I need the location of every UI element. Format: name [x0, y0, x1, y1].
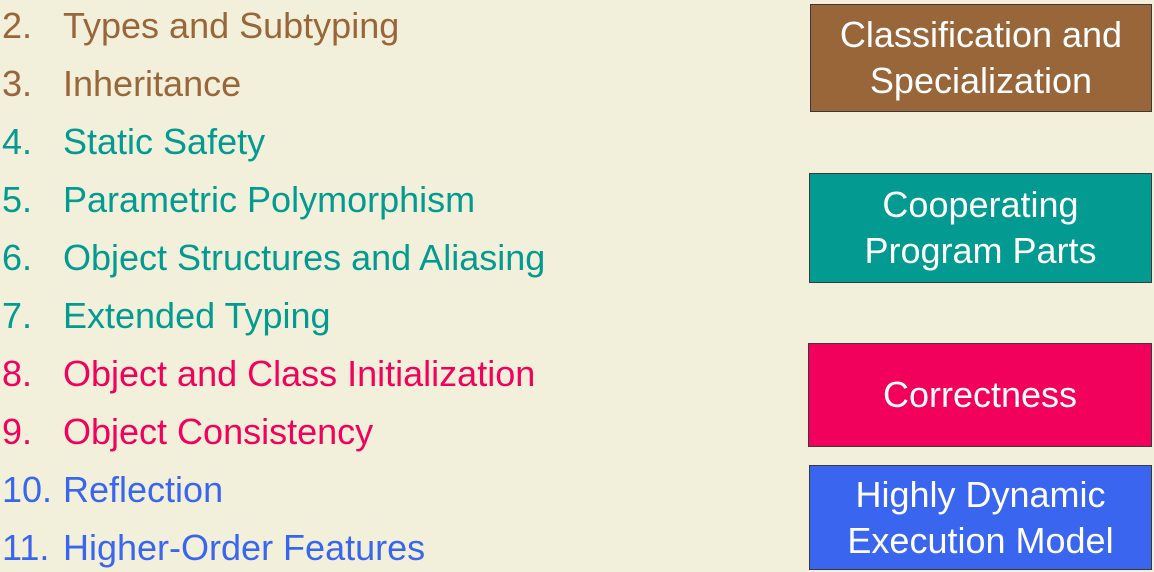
- category-label-line2: Execution Model: [847, 519, 1114, 561]
- chapter-number: 8.: [2, 353, 33, 394]
- chapter-title: Types and Subtyping: [63, 5, 400, 46]
- chapter-title: Higher-Order Features: [63, 527, 426, 568]
- chapter-title: Object Structures and Aliasing: [63, 237, 546, 278]
- chapter-title: Parametric Polymorphism: [63, 179, 476, 220]
- chapter-number: 9.: [2, 411, 33, 452]
- chapter-number: 3.: [2, 63, 33, 104]
- category-label-line1: Cooperating: [882, 184, 1079, 225]
- chapter-title: Inheritance: [63, 63, 242, 104]
- chapter-number: 7.: [2, 295, 33, 336]
- chapter-number: 5.: [2, 179, 33, 220]
- chapter-number: 4.: [2, 121, 33, 162]
- chapter-title: Static Safety: [63, 121, 266, 162]
- chapter-title: Extended Typing: [63, 295, 331, 336]
- category-label-line2: Specialization: [869, 60, 1093, 101]
- category-dynamic-box: Highly Dynamic Execution Model: [809, 465, 1152, 570]
- category-label-line1: Classification and: [839, 14, 1123, 55]
- chapter-number: 11.: [2, 527, 50, 568]
- category-label-line2: Program Parts: [864, 230, 1097, 271]
- chapter-title: Object Consistency: [63, 411, 374, 452]
- category-label-line1: Correctness: [882, 374, 1078, 415]
- category-label-line1: Highly Dynamic: [855, 473, 1106, 515]
- chapter-title: Reflection: [63, 469, 224, 510]
- chapter-number: 6.: [2, 237, 33, 278]
- chapter-number: 10.: [2, 469, 53, 510]
- category-classification-box: Classification and Specialization: [810, 4, 1152, 112]
- category-cooperating-box: Cooperating Program Parts: [809, 173, 1152, 283]
- chapter-number: 2.: [2, 5, 33, 46]
- category-correctness-box: Correctness: [808, 343, 1152, 447]
- chapter-title: Object and Class Initialization: [63, 353, 536, 394]
